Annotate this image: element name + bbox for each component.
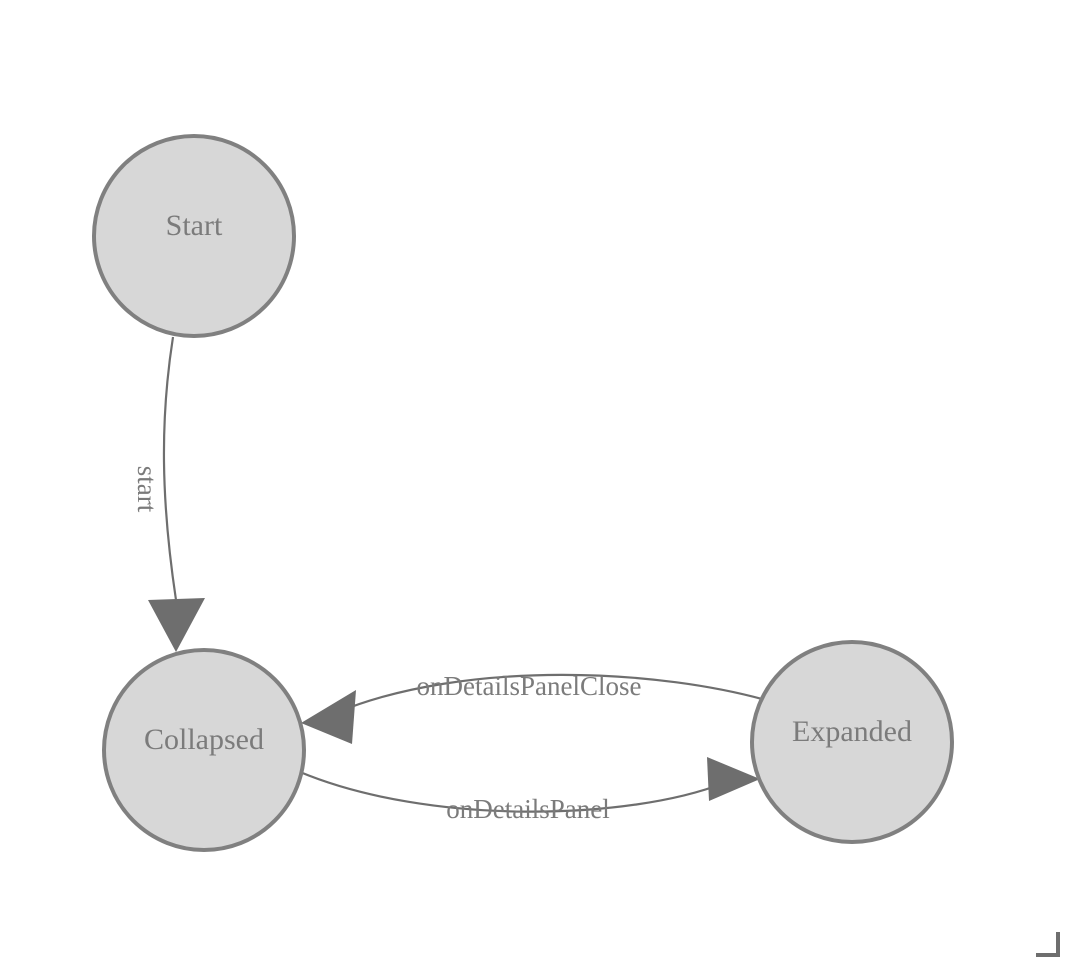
edge-expanded-to-collapsed-arrowhead <box>301 690 356 744</box>
edge-label-start: start <box>132 466 162 513</box>
edge-start-to-collapsed-path <box>162 336 178 601</box>
edge-start-to-collapsed[interactable] <box>148 336 205 652</box>
edge-label-on-details-panel-close: onDetailsPanelClose <box>417 671 642 701</box>
node-collapsed-label: Collapsed <box>144 723 264 756</box>
edge-expanded-to-collapsed[interactable] <box>301 673 777 744</box>
node-expanded-circle <box>750 640 954 844</box>
edge-collapsed-to-expanded-path <box>299 770 725 813</box>
node-start[interactable]: Start <box>92 134 296 338</box>
node-collapsed-circle <box>102 648 306 852</box>
node-collapsed[interactable]: Collapsed <box>102 648 306 852</box>
corner-crop-mark-icon <box>1036 932 1060 957</box>
edge-label-on-details-panel: onDetailsPanel <box>446 794 609 824</box>
node-expanded-label: Expanded <box>792 715 912 748</box>
edge-collapsed-to-expanded-arrowhead <box>707 757 760 801</box>
node-start-circle <box>92 134 296 338</box>
edge-start-to-collapsed-arrowhead <box>148 598 205 652</box>
node-start-label: Start <box>166 209 223 242</box>
node-expanded[interactable]: Expanded <box>750 640 954 844</box>
edge-expanded-to-collapsed-path <box>337 673 777 714</box>
edge-collapsed-to-expanded[interactable] <box>299 757 760 813</box>
